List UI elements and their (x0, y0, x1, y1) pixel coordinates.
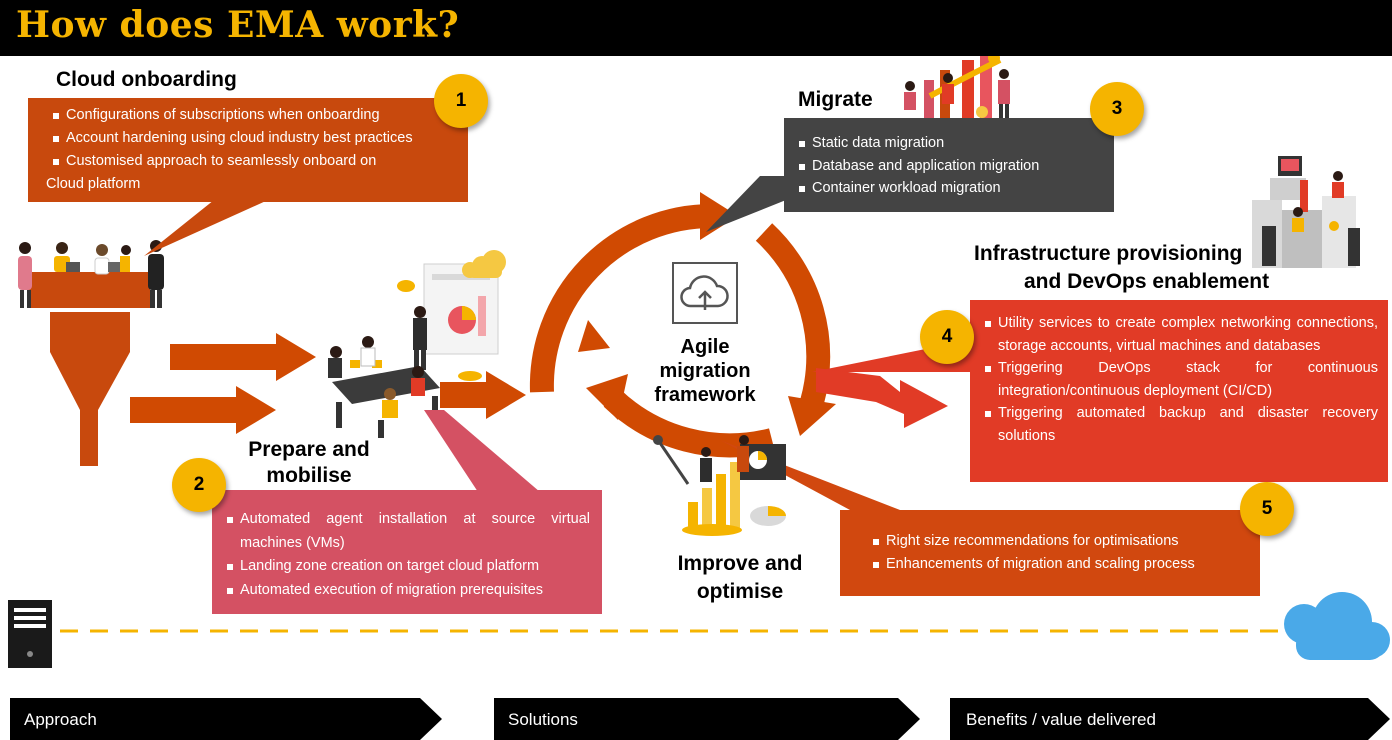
section-4-bullet: Triggering DevOps stack for continuous i… (982, 357, 1378, 402)
section-1-bullet-continuation: Cloud platform (46, 176, 141, 192)
section-3-box: Static data migration Database and appli… (784, 118, 1114, 212)
center-title-line1: Agile (680, 336, 730, 358)
section-4-box: Utility services to create complex netwo… (970, 300, 1388, 482)
infrastructure-illustration (1252, 156, 1360, 268)
people-illustration (18, 240, 164, 308)
center-title-line3: framework (654, 384, 756, 406)
section-4-title-line1: Infrastructure provisioning (974, 242, 1243, 265)
section-5-title-line2: optimise (696, 580, 784, 603)
section-4-title-line2: and DevOps enablement (1024, 270, 1270, 293)
section-5-bullet: Right size recommendations for optimisat… (870, 530, 1248, 553)
section-5-box: Right size recommendations for optimisat… (840, 510, 1260, 596)
page-title: How does EMA work? (16, 4, 460, 46)
server-icon (8, 600, 52, 668)
section-1-bullet: Account hardening using cloud industry b… (50, 127, 456, 150)
section-5-bullet: Enhancements of migration and scaling pr… (870, 553, 1248, 576)
section-2-bullet: Landing zone creation on target cloud pl… (224, 555, 590, 579)
infra-arrow (816, 368, 948, 428)
section-1-title: Cloud onboarding (56, 68, 237, 91)
section-5-title-line1: Improve and (677, 552, 803, 575)
cloud-upload-icon (672, 262, 738, 324)
header-bar (0, 0, 1392, 56)
section-1-bullet: Configurations of subscriptions when onb… (50, 104, 456, 127)
footer-approach-label: Approach (24, 710, 97, 729)
section-1-bullet: Customised approach to seamlessly onboar… (50, 150, 456, 173)
footer-solutions-label: Solutions (508, 710, 578, 729)
funnel-icon (28, 272, 150, 466)
section-3-bullet: Static data migration (796, 132, 1104, 155)
section-2-title-line1: Prepare and (248, 438, 370, 461)
section-2-bullet: Automated agent installation at source v… (224, 508, 590, 555)
team-meeting-illustration (328, 250, 506, 438)
section-4-bullet: Triggering automated backup and disaster… (982, 402, 1378, 447)
input-arrows (130, 333, 526, 434)
section-3-title: Migrate (798, 88, 873, 111)
agile-cycle-arrows (529, 204, 831, 458)
section-3-bullet: Container workload migration (796, 177, 1104, 200)
step-number-badge: 5 (1240, 482, 1294, 536)
step-number-badge: 4 (920, 310, 974, 364)
footer-chevrons (10, 698, 1390, 740)
step-number-badge: 1 (434, 74, 488, 128)
improve-illustration (653, 435, 786, 536)
section-2-box: Automated agent installation at source v… (212, 490, 602, 614)
section-4-bullet: Utility services to create complex netwo… (982, 312, 1378, 357)
cycle-arrow-heads (578, 192, 836, 436)
cloud-icon (1284, 592, 1390, 660)
footer-benefits-label: Benefits / value delivered (966, 710, 1156, 729)
center-title-line2: migration (659, 360, 751, 382)
section-3-bullet: Database and application migration (796, 155, 1104, 178)
section-2-title-line2: mobilise (266, 464, 352, 487)
step-number-badge: 2 (172, 458, 226, 512)
section-1-box: Configurations of subscriptions when onb… (28, 98, 468, 202)
step-number-badge: 3 (1090, 82, 1144, 136)
section-2-bullet: Automated execution of migration prerequ… (224, 579, 590, 603)
